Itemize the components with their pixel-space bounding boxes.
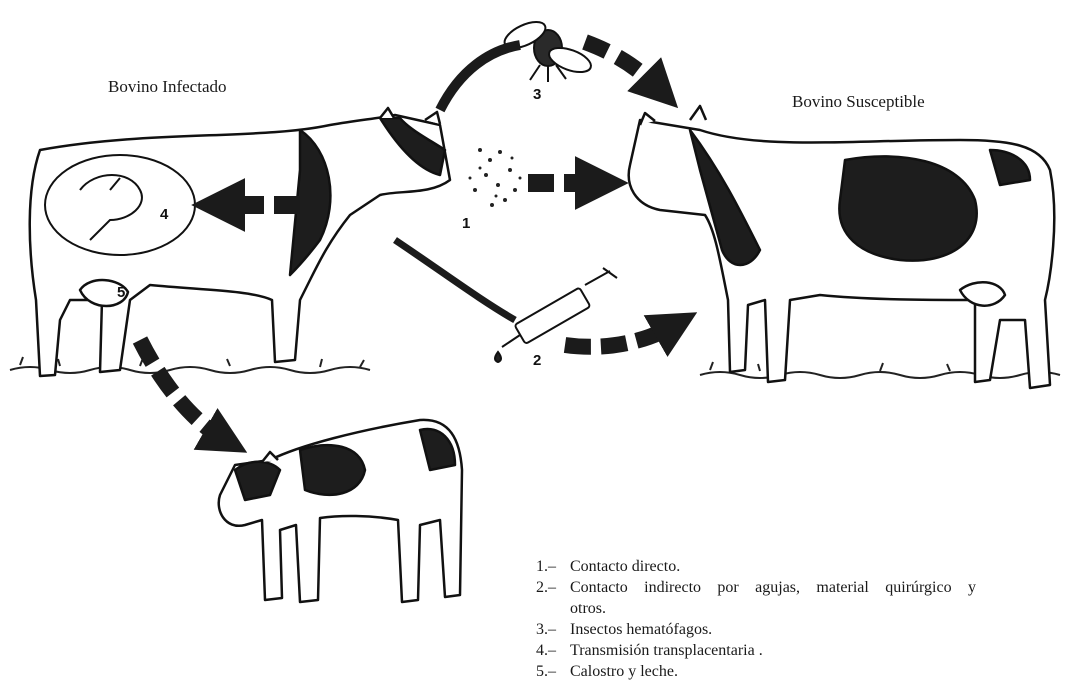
legend-number: 3.–	[536, 619, 570, 640]
legend-number: 5.–	[536, 661, 570, 682]
arrow-insect-right	[585, 42, 660, 90]
legend-item: 4.– Transmisión transplacentaria .	[536, 640, 976, 661]
arrow-needle	[565, 325, 675, 347]
arrow-needle-curve	[395, 240, 515, 320]
infected-cow	[30, 108, 450, 376]
marker-2: 2	[533, 352, 541, 369]
arrow-colostrum	[140, 340, 225, 440]
droplets-icon	[469, 148, 522, 207]
ground-left	[10, 357, 370, 373]
legend-text: Calostro y leche.	[570, 661, 976, 682]
legend-number: 1.–	[536, 556, 570, 577]
marker-3: 3	[533, 86, 541, 103]
legend-item: 5.– Calostro y leche.	[536, 661, 976, 682]
calf	[219, 420, 462, 602]
marker-1: 1	[462, 215, 470, 232]
legend-text: Insectos hematófagos.	[570, 619, 976, 640]
legend-number: 2.–	[536, 577, 570, 619]
legend-text: Transmisión transplacentaria .	[570, 640, 976, 661]
arrow-insect-left	[440, 45, 520, 110]
marker-5: 5	[117, 284, 125, 301]
ground-right	[700, 362, 1060, 378]
legend-item: 3.– Insectos hematófagos.	[536, 619, 976, 640]
legend-number: 4.–	[536, 640, 570, 661]
marker-4: 4	[160, 206, 169, 223]
legend-item: 1.– Contacto directo.	[536, 556, 976, 577]
legend-text: Contacto indirecto por agujas, material …	[570, 577, 976, 619]
susceptible-cow	[629, 106, 1055, 388]
legend-text: Contacto directo.	[570, 556, 976, 577]
legend-item: 2.– Contacto indirecto por agujas, mater…	[536, 577, 976, 619]
legend: 1.– Contacto directo. 2.– Contacto indir…	[536, 556, 976, 682]
